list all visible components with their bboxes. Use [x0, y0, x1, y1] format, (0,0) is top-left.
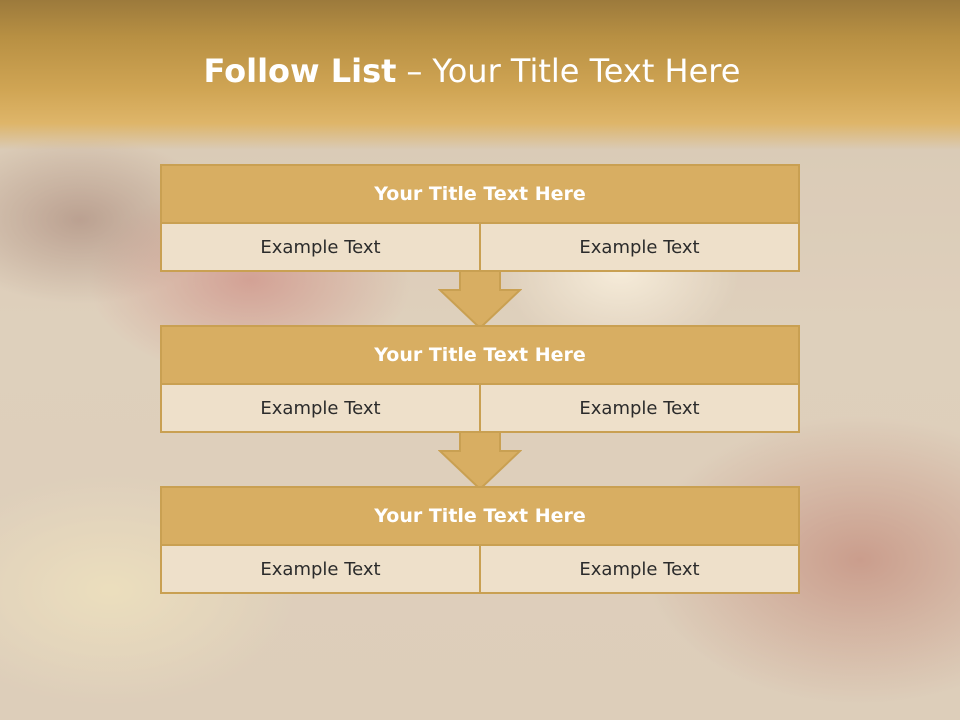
block-row: Example Text Example Text: [162, 546, 798, 592]
list-block-3: Your Title Text Here Example Text Exampl…: [160, 486, 800, 594]
block-cell-right: Example Text: [479, 546, 798, 592]
block-title: Your Title Text Here: [162, 166, 798, 224]
header-band: [0, 0, 960, 150]
slide-title: Follow List–Your Title Text Here: [0, 52, 944, 90]
block-row: Example Text Example Text: [162, 385, 798, 431]
block-title: Your Title Text Here: [162, 488, 798, 546]
block-cell-left: Example Text: [162, 546, 479, 592]
block-cell-right: Example Text: [479, 385, 798, 431]
list-block-1: Your Title Text Here Example Text Exampl…: [160, 164, 800, 272]
slide-title-rest: Your Title Text Here: [432, 52, 741, 90]
block-row: Example Text Example Text: [162, 224, 798, 270]
down-arrow-icon: [438, 270, 522, 330]
slide-title-separator: –: [406, 52, 423, 90]
block-cell-left: Example Text: [162, 224, 479, 270]
down-arrow-icon: [438, 431, 522, 491]
slide-title-bold: Follow List: [203, 52, 397, 90]
list-block-2: Your Title Text Here Example Text Exampl…: [160, 325, 800, 433]
block-title: Your Title Text Here: [162, 327, 798, 385]
block-cell-right: Example Text: [479, 224, 798, 270]
block-cell-left: Example Text: [162, 385, 479, 431]
